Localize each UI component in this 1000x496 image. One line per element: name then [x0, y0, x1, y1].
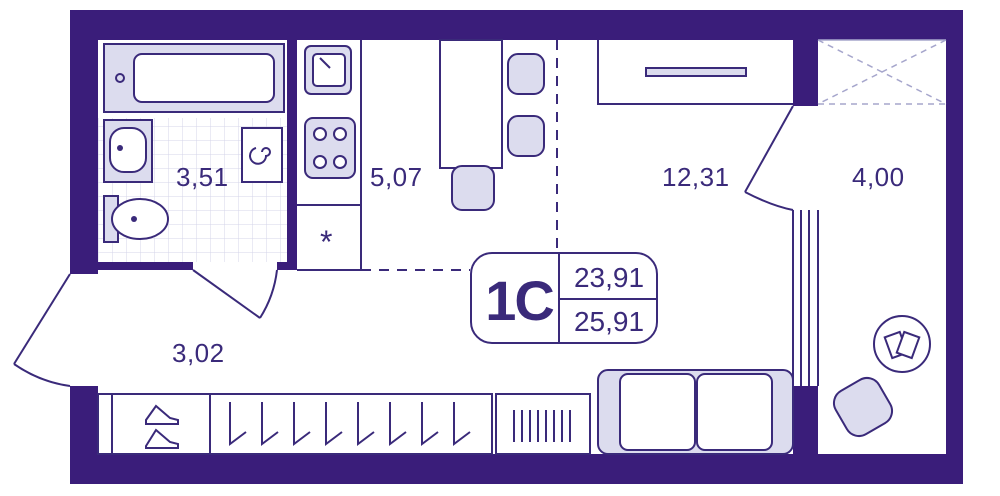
kitchen-marker: *: [320, 224, 333, 260]
bathroom-door: [192, 269, 278, 319]
living-area: 12,31: [662, 162, 730, 192]
kitchen-counter: [297, 40, 362, 271]
bathroom-sink: [103, 119, 153, 183]
living-total-area: 23,91: [573, 262, 645, 293]
outer-walls: [70, 10, 963, 484]
apartment-type: 1С: [485, 269, 555, 332]
zone-dividers: [361, 40, 558, 271]
apartment-badge: 1С 23,91 25,91: [470, 252, 658, 344]
toilet: [103, 195, 169, 243]
balcony-door: [744, 105, 819, 386]
dining-table: [439, 39, 503, 169]
kitchen-area: 5,07: [370, 162, 423, 192]
balcony-area: 4,00: [852, 162, 905, 192]
total-area-with-balcony: 25,91: [573, 306, 645, 337]
washing-machine: [241, 127, 283, 183]
radiator: [513, 410, 571, 442]
shoes-icon: [145, 404, 179, 449]
bathroom-area: 3,51: [176, 162, 229, 192]
bathtub: [103, 43, 285, 113]
bathroom-walls: [98, 40, 297, 270]
balcony-window: [817, 39, 947, 105]
sofa: [597, 369, 794, 455]
dining-chairs: [451, 53, 545, 211]
balcony-chair: [832, 315, 931, 438]
hall-area: 3,02: [172, 338, 225, 368]
wall-cabinet: [597, 40, 793, 105]
badge-divider-horizontal: [558, 298, 656, 300]
hall-storage: [97, 393, 591, 455]
hangers: [229, 402, 471, 446]
entrance-door: [13, 273, 71, 387]
